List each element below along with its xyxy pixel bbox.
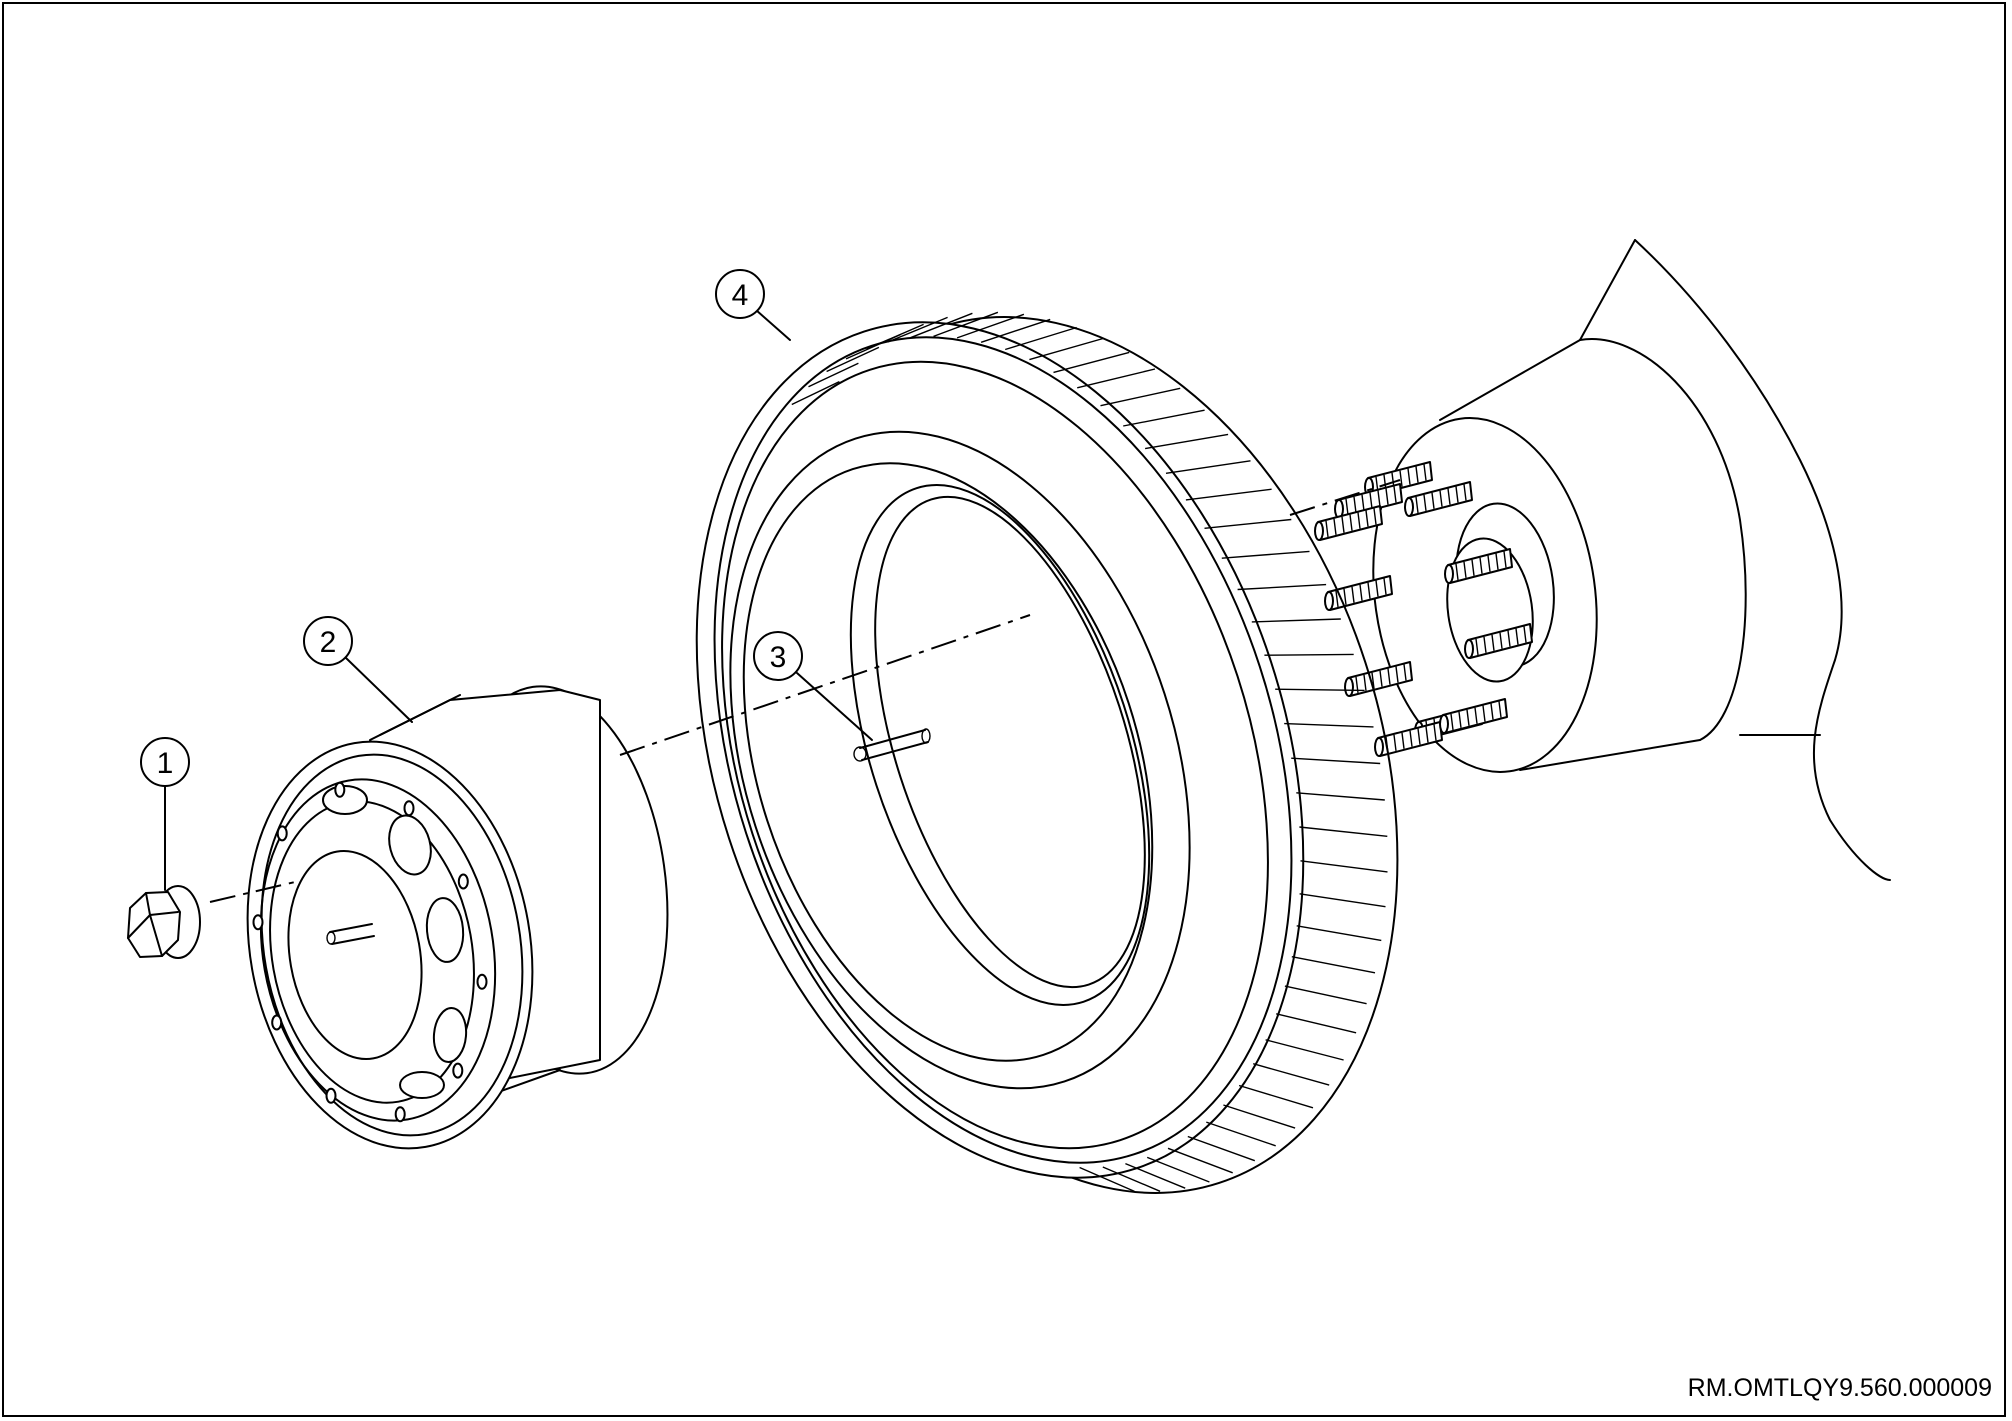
wheel-nut xyxy=(127,885,201,959)
wheel-stud xyxy=(1374,721,1443,757)
tread-block xyxy=(956,313,1025,339)
tread-block xyxy=(980,318,1051,343)
wheel-rim xyxy=(246,685,669,1150)
stud-hole xyxy=(457,873,469,890)
assembly-center-line xyxy=(209,479,1401,903)
tread-block xyxy=(1296,792,1385,801)
tread-block xyxy=(1265,1039,1344,1061)
stud-hole xyxy=(252,914,264,931)
tread-block xyxy=(1299,826,1388,837)
tread-block xyxy=(1276,1013,1357,1034)
callout-label-2: 2 xyxy=(320,626,337,659)
hub-assembly xyxy=(1314,239,1891,881)
tread-block xyxy=(1077,368,1156,389)
wheel-studs xyxy=(1314,461,1533,757)
tread-block xyxy=(1165,460,1251,474)
tread-block xyxy=(1185,488,1272,501)
callout-label-3: 3 xyxy=(770,641,787,674)
tread-block xyxy=(1264,653,1354,656)
wheel-stud xyxy=(1314,505,1383,541)
tread-block xyxy=(1251,618,1341,623)
tread-block xyxy=(1300,860,1388,873)
callout-2: 2 xyxy=(303,616,413,723)
tread-block xyxy=(1204,518,1292,529)
wheel-stud xyxy=(1324,575,1393,611)
valve-stem xyxy=(853,728,931,762)
callout-label-4: 4 xyxy=(732,279,749,312)
tread-block xyxy=(1296,925,1382,942)
tread-block xyxy=(1123,409,1205,427)
tread-block xyxy=(1291,956,1376,974)
tread-block xyxy=(1167,1147,1233,1174)
callout-1: 1 xyxy=(140,737,190,891)
tread-block xyxy=(1291,757,1381,765)
wheel-stud-holes xyxy=(252,781,488,1123)
tread-block xyxy=(1146,1156,1210,1183)
tread-block xyxy=(1004,326,1077,351)
tread-block xyxy=(910,312,973,339)
tread-block xyxy=(866,323,924,350)
tread-block xyxy=(826,346,880,373)
tread-block xyxy=(808,362,859,388)
tread-block xyxy=(1144,433,1229,450)
stud-hole xyxy=(476,973,488,990)
tread-block xyxy=(791,380,840,406)
tread-block xyxy=(1238,1084,1314,1109)
stud-hole xyxy=(403,800,415,817)
wheel-stud xyxy=(1464,623,1533,659)
tread-block xyxy=(1237,583,1327,591)
stud-hole xyxy=(452,1062,464,1079)
wheel-stud xyxy=(1439,698,1508,734)
stud-hole xyxy=(334,781,346,798)
callout-3: 3 xyxy=(753,631,873,741)
tread-block xyxy=(1221,550,1310,559)
tire-tread xyxy=(791,311,1388,1193)
callout-4: 4 xyxy=(715,269,791,341)
tread-block xyxy=(1253,1063,1330,1086)
tread-block xyxy=(1284,985,1367,1005)
tread-block xyxy=(1275,688,1365,692)
tread-block xyxy=(1029,337,1104,361)
tread-block xyxy=(1223,1104,1296,1129)
tread-block xyxy=(933,311,999,338)
tread-block xyxy=(1102,1166,1161,1192)
tread-block xyxy=(1125,1162,1186,1189)
wheel-stud xyxy=(1334,483,1403,519)
reference-code: RM.OMTLQY9.560.000009 xyxy=(1687,1374,1992,1402)
tread-block xyxy=(887,316,948,343)
tread-block xyxy=(1053,351,1130,374)
tread-block xyxy=(1284,722,1374,728)
stud-hole xyxy=(325,1087,337,1104)
tread-block xyxy=(1206,1121,1276,1147)
tire xyxy=(695,311,1399,1194)
tread-block xyxy=(1299,893,1386,908)
stud-hole xyxy=(271,1014,283,1031)
tread-block xyxy=(1187,1135,1256,1162)
tread-block xyxy=(1079,1166,1135,1193)
stud-hole xyxy=(394,1106,406,1123)
wheel-stud xyxy=(1404,481,1473,517)
callout-label-1: 1 xyxy=(157,747,174,780)
wheel-stud xyxy=(1444,548,1513,584)
tread-block xyxy=(1100,387,1181,407)
stud-hole xyxy=(276,825,288,842)
